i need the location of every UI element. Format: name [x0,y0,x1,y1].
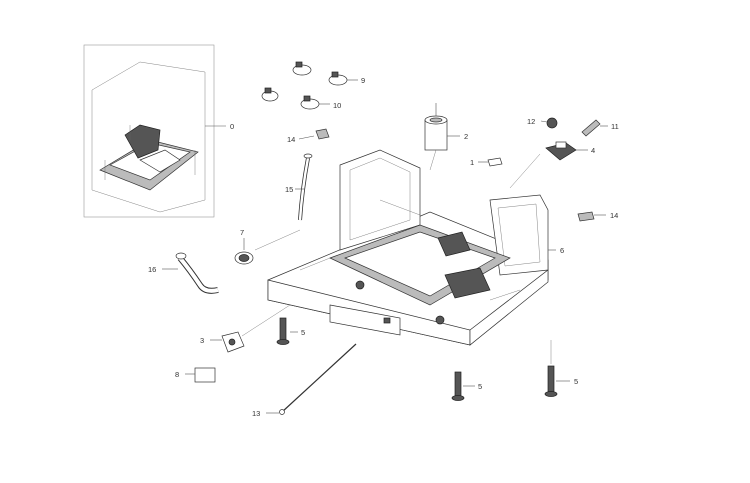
inlet-valve-3 [210,304,291,353]
hose-clamps-10 [261,87,330,110]
part-1 [478,157,503,167]
pump-fitting-7 [234,229,301,265]
callout-7: 7 [240,228,244,237]
callout-9: 9 [361,76,365,85]
callout-13: 13 [252,409,260,418]
callout-5-center: 5 [478,382,482,391]
clip-14-right [577,211,606,222]
part-4-valve [545,141,588,161]
callout-15: 15 [285,185,293,194]
assembly-inset [83,44,226,218]
callout-0: 0 [230,122,234,131]
base-frame-6 [267,149,556,346]
callout-12: 12 [527,117,535,126]
callout-4: 4 [591,146,595,155]
screw-5-center [451,371,475,401]
rod-13 [266,343,357,415]
callout-8: 8 [175,370,179,379]
screw-5-right [544,340,570,397]
callout-5-left: 5 [301,328,305,337]
screw-5-left [276,317,298,345]
callout-5-right: 5 [574,377,578,386]
part-11-spring [581,119,608,137]
part-12-gear [540,117,558,129]
callout-11: 11 [611,122,619,131]
plate-8 [185,367,216,383]
callout-1: 1 [470,158,474,167]
filter-2 [424,103,460,151]
hose-16 [162,252,219,294]
callout-14-right: 14 [610,211,618,220]
callout-10: 10 [333,101,341,110]
callout-2: 2 [464,132,468,141]
callout-14-left: 14 [287,135,295,144]
callout-16: 16 [148,265,156,274]
callout-3: 3 [200,336,204,345]
clip-14-left [298,128,330,140]
hose-clamps-9 [292,61,358,86]
hose-15 [295,153,313,221]
callout-6: 6 [560,246,564,255]
